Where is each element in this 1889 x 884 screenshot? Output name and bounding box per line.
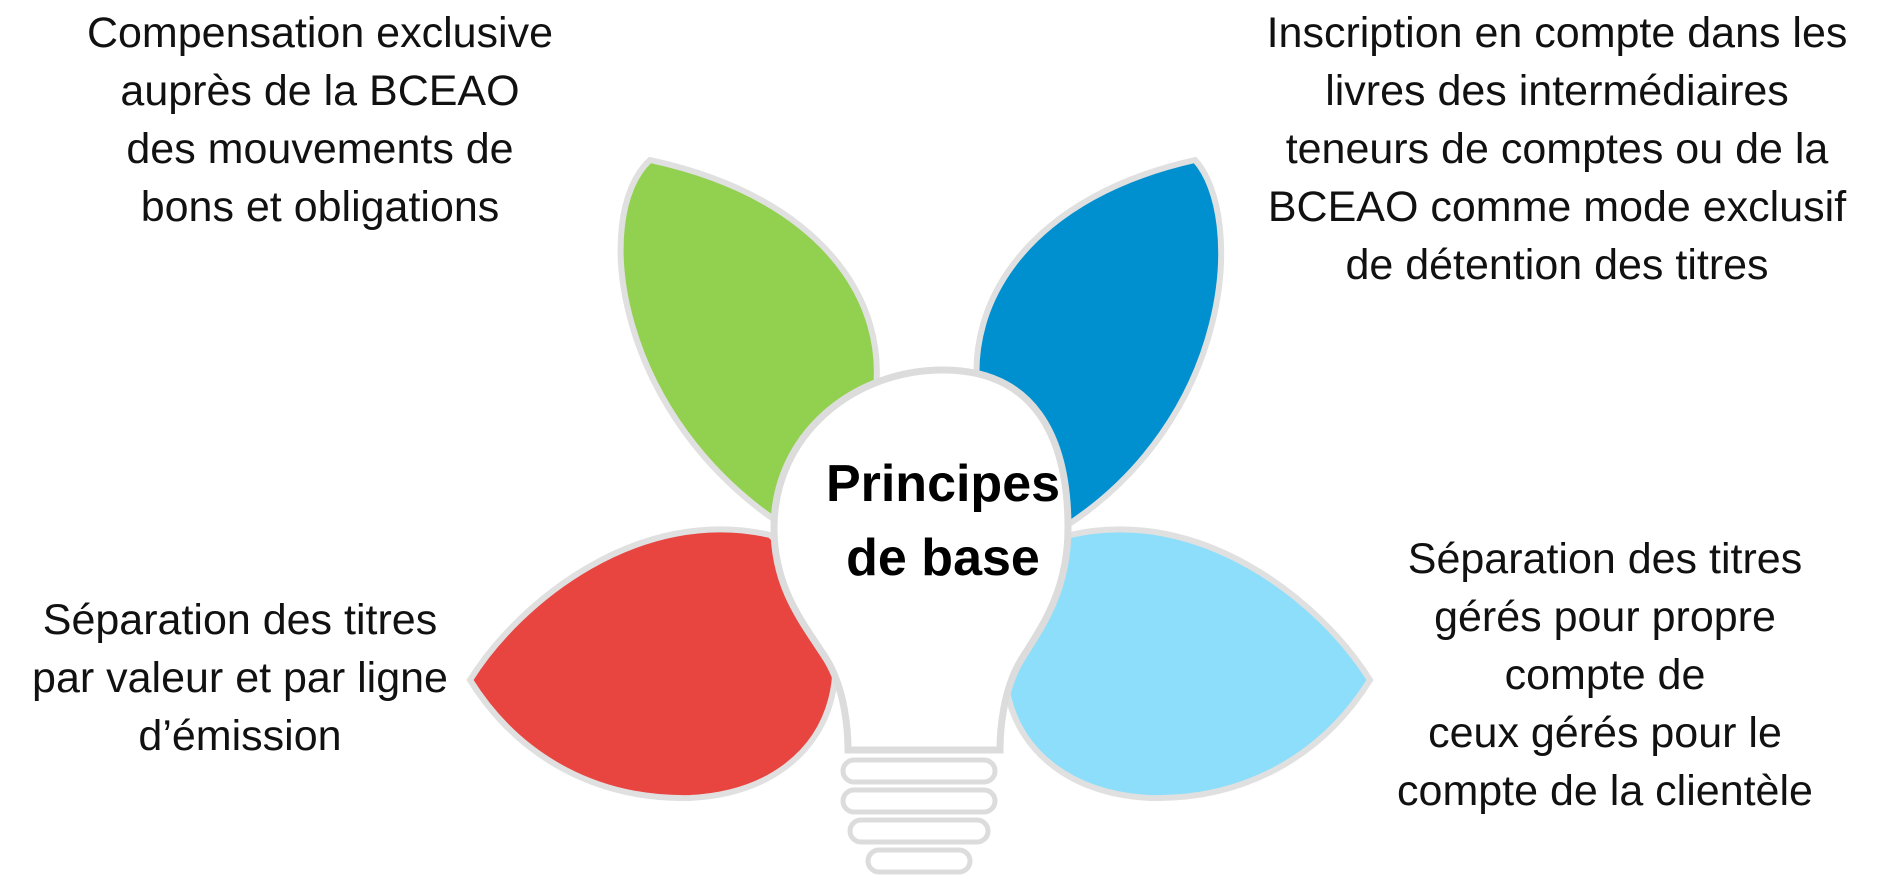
label-line: compte de xyxy=(1504,651,1706,699)
label-line: teneurs de comptes ou de la xyxy=(1285,125,1829,173)
label-top-left: Compensation exclusive auprès de la BCEA… xyxy=(20,4,620,236)
label-line: BCEAO comme mode exclusif xyxy=(1267,183,1847,231)
label-line: livres des intermédiaires xyxy=(1325,67,1789,115)
center-title: Principes de base xyxy=(773,447,1113,595)
label-line: Compensation exclusive xyxy=(86,9,554,57)
center-title-line-1: Principes xyxy=(825,455,1061,513)
label-top-right: Inscription en compte dans les livres de… xyxy=(1225,4,1889,294)
label-line: Inscription en compte dans les xyxy=(1266,9,1848,57)
label-line: par valeur et par ligne xyxy=(32,654,448,702)
label-line: bons et obligations xyxy=(140,183,500,231)
label-line: compte de la clientèle xyxy=(1397,767,1813,815)
label-line: gérés pour propre xyxy=(1434,593,1776,641)
label-bottom-right: Séparation des titres gérés pour propre … xyxy=(1355,530,1855,820)
label-line: Séparation des titres xyxy=(42,596,438,644)
label-bottom-left: Séparation des titres par valeur et par … xyxy=(0,591,480,765)
label-line: ceux gérés pour le xyxy=(1428,709,1782,757)
center-title-line-2: de base xyxy=(846,529,1040,587)
label-line: des mouvements de xyxy=(126,125,514,173)
label-line: de détention des titres xyxy=(1345,241,1769,289)
label-line: Séparation des titres xyxy=(1407,535,1803,583)
label-line: auprès de la BCEAO xyxy=(120,67,520,115)
label-line: d’émission xyxy=(138,712,342,760)
bulb-glass xyxy=(770,366,1072,754)
bulb-base xyxy=(840,757,998,875)
